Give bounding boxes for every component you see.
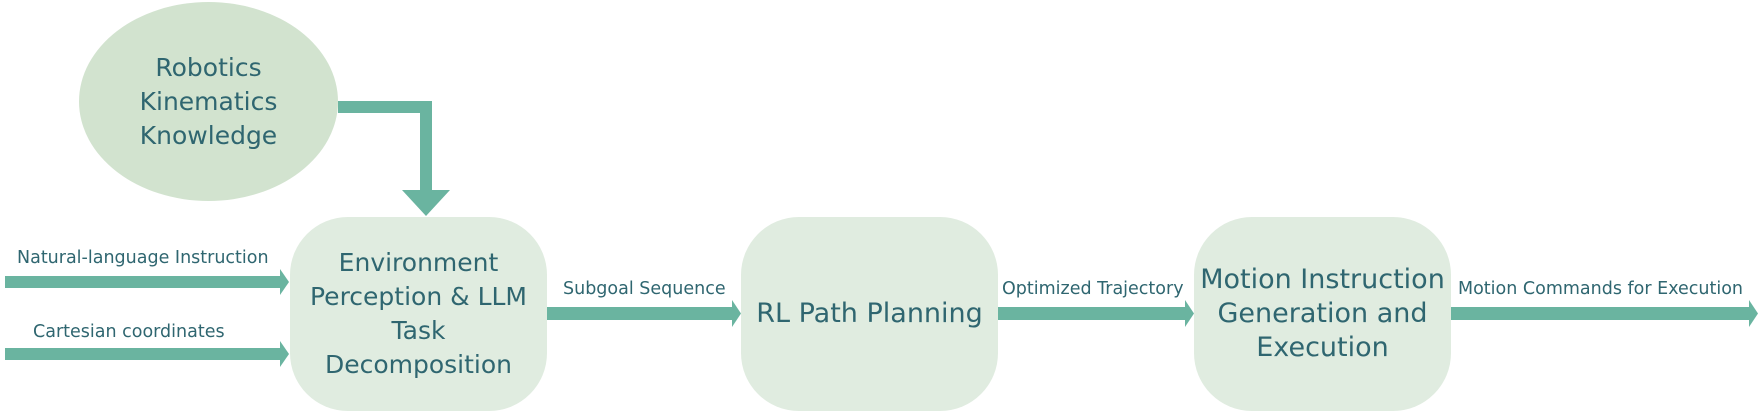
commands-arrow-shaft	[1451, 307, 1750, 320]
subgoal-arrow-head	[732, 300, 741, 327]
motion-label: Motion Instruction Generation and Execut…	[1200, 264, 1445, 363]
perception-label: Environment Perception & LLM Task Decomp…	[310, 248, 527, 379]
natural-language-edge-label: Natural-language Instruction	[17, 248, 269, 268]
commands-arrow-head	[1749, 300, 1758, 327]
knowledge-node: Robotics Kinematics Knowledge	[79, 2, 338, 201]
trajectory-arrow-head	[1185, 300, 1194, 327]
knowledge-label: Robotics Kinematics Knowledge	[139, 52, 278, 150]
trajectory-edge-label: Optimized Trajectory	[1002, 279, 1184, 299]
natural-language-arrow-shaft	[5, 276, 282, 288]
perception-node: Environment Perception & LLM Task Decomp…	[290, 217, 547, 411]
subgoal-edge-label: Subgoal Sequence	[563, 279, 726, 299]
natural-language-arrow-head	[280, 269, 289, 295]
subgoal-arrow-shaft	[547, 307, 733, 320]
trajectory-arrow-shaft	[998, 307, 1185, 320]
cartesian-arrow-shaft	[5, 348, 282, 360]
knowledge-arrow-shaft	[338, 101, 432, 190]
cartesian-edge-label: Cartesian coordinates	[33, 322, 225, 342]
commands-edge-label: Motion Commands for Execution	[1458, 279, 1744, 299]
planning-node: RL Path Planning	[741, 217, 998, 411]
knowledge-arrow-head	[402, 190, 450, 216]
motion-node: Motion Instruction Generation and Execut…	[1194, 217, 1451, 411]
planning-label: RL Path Planning	[756, 298, 983, 329]
cartesian-arrow-head	[280, 341, 289, 367]
